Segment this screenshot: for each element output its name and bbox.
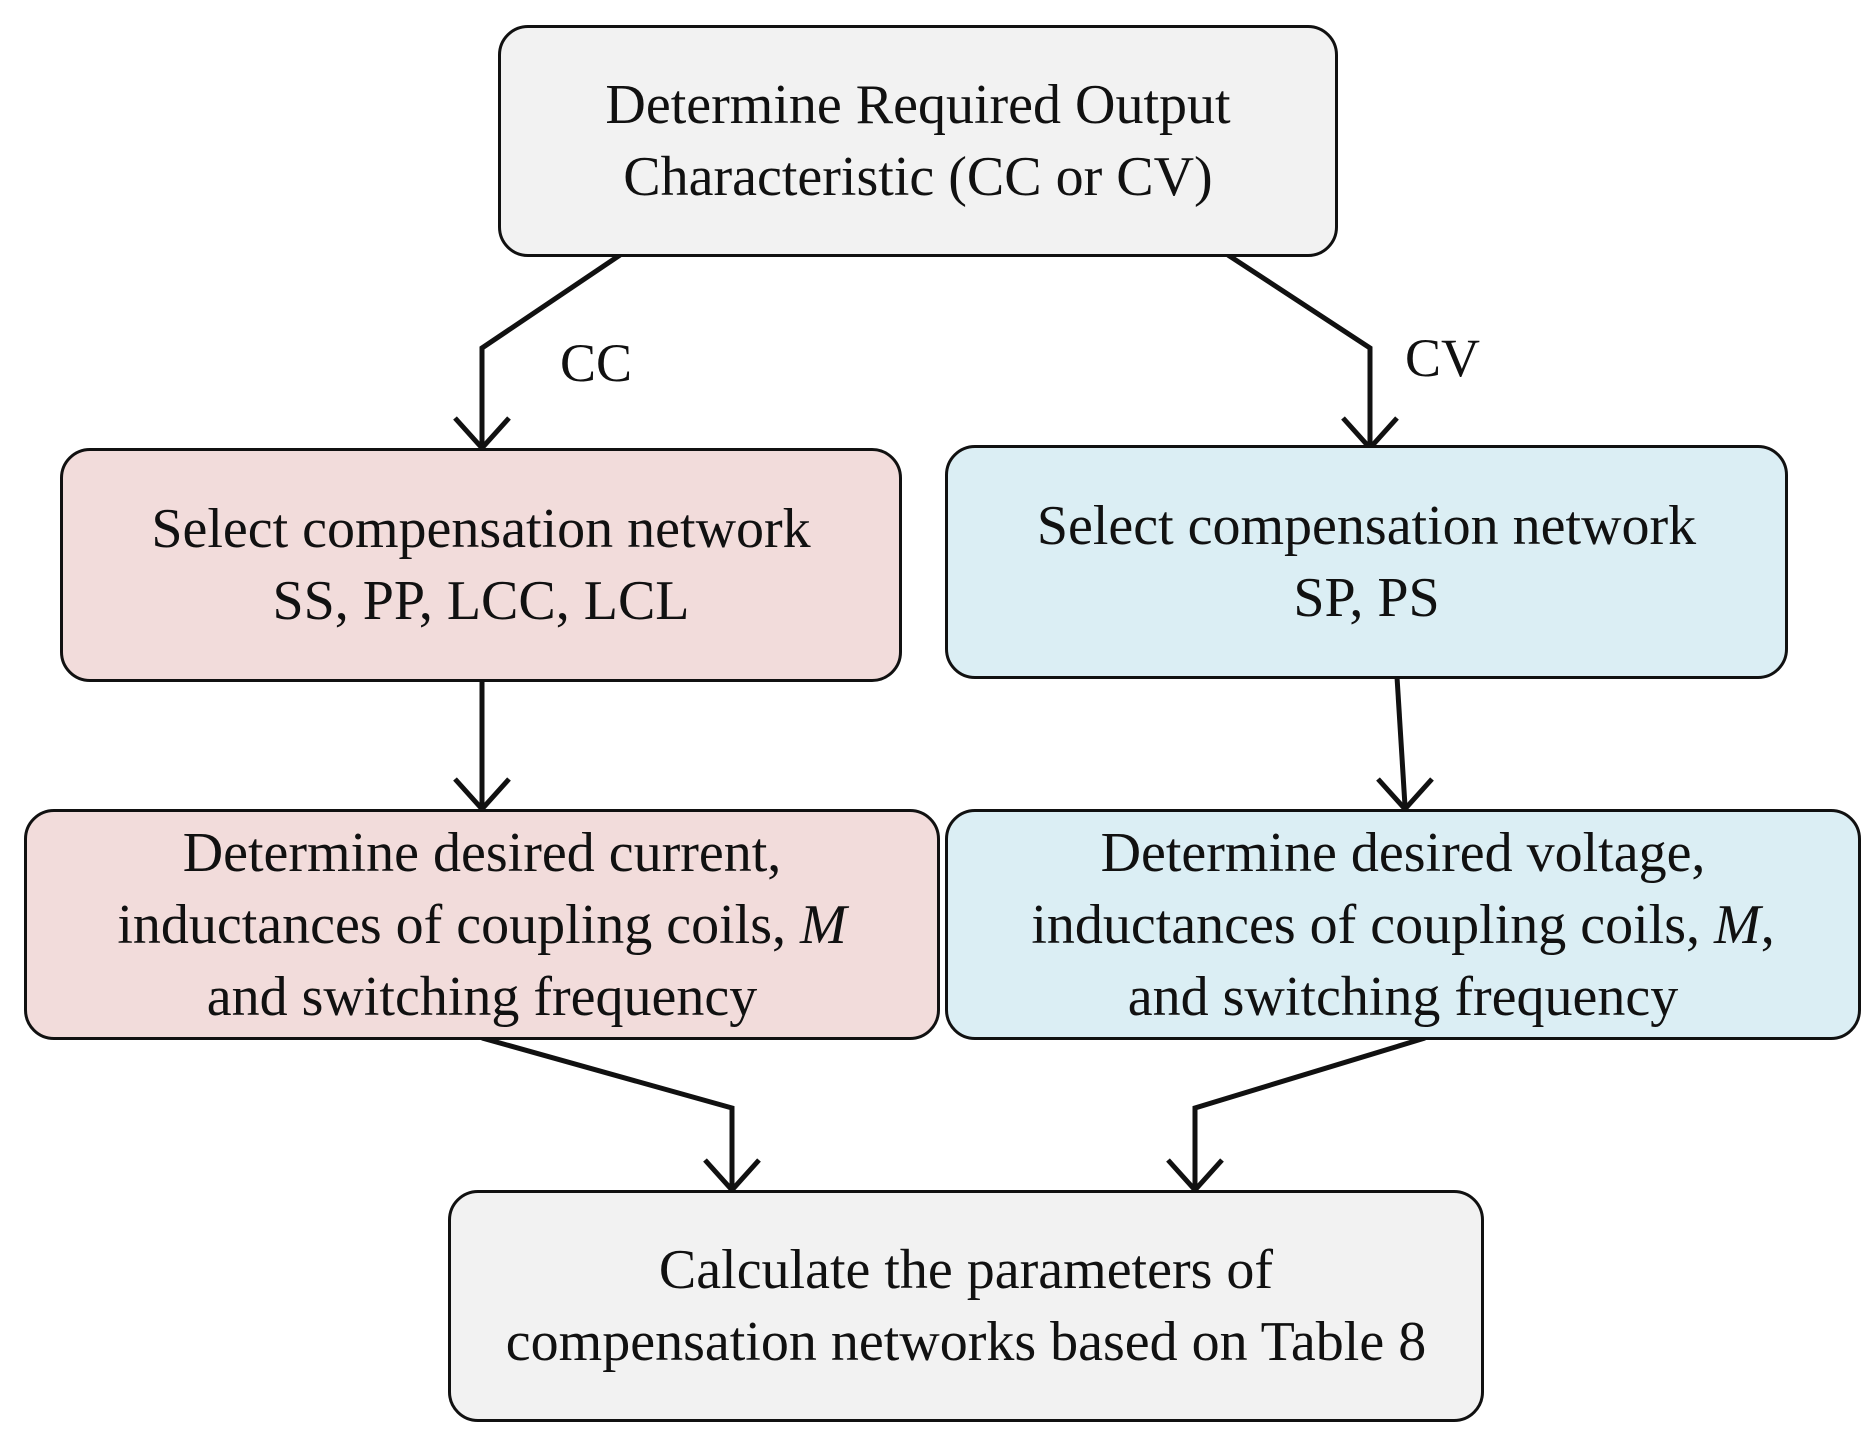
start-line-2: Characteristic (CC or CV): [623, 146, 1213, 208]
cv-select-line-2: SP, PS: [1293, 567, 1440, 629]
end-line-2: compensation networks based on Table 8: [505, 1311, 1427, 1373]
cc-determine-line-1: Determine desired current,: [182, 821, 782, 884]
cv-determine-line-3: and switching frequency: [1127, 965, 1679, 1028]
arrow-start-to-cc-select: [479, 252, 622, 445]
end-box: Calculate the parameters of compensation…: [448, 1190, 1484, 1422]
cv-determine-line-1: Determine desired voltage,: [1100, 821, 1706, 884]
start-line-1: Determine Required Output: [605, 74, 1231, 136]
start-box: Determine Required Output Characteristic…: [498, 25, 1338, 257]
cv-determine-line-2-tail: ,: [1760, 893, 1775, 956]
cc-determine-line-3: and switching frequency: [206, 965, 758, 1028]
cv-determine-line-2: inductances of coupling coils, M,: [1031, 889, 1774, 961]
cc-determine-line-2-text: inductances of coupling coils,: [117, 893, 801, 956]
cv-determine-line-2-text: inductances of coupling coils,: [1031, 893, 1715, 956]
cc-select-line-2: SS, PP, LCC, LCL: [272, 570, 690, 632]
cc-determine-box: Determine desired current, inductances o…: [24, 809, 940, 1040]
arrow-start-to-cv-select: [1226, 252, 1373, 445]
cc-determine-line-2: inductances of coupling coils, M: [117, 889, 846, 961]
cc-select-line-1: Select compensation network: [151, 498, 811, 560]
cv-select-box: Select compensation network SP, PS: [945, 445, 1788, 679]
arrow-cc-determine-to-end: [481, 1035, 735, 1187]
arrow-cv-select-to-cv-determine: [1394, 676, 1408, 807]
mutual-inductance-symbol: M: [800, 893, 847, 956]
end-line-1: Calculate the parameters of: [658, 1239, 1274, 1301]
cv-select-line-1: Select compensation network: [1036, 495, 1697, 557]
cc-select-box: Select compensation network SS, PP, LCC,…: [60, 448, 902, 682]
mutual-inductance-symbol: M: [1714, 893, 1761, 956]
arrow-cv-determine-to-end: [1192, 1035, 1426, 1187]
cc-branch-label: CC: [560, 333, 633, 393]
cv-determine-box: Determine desired voltage, inductances o…: [945, 809, 1861, 1040]
cv-branch-label: CV: [1405, 328, 1481, 388]
